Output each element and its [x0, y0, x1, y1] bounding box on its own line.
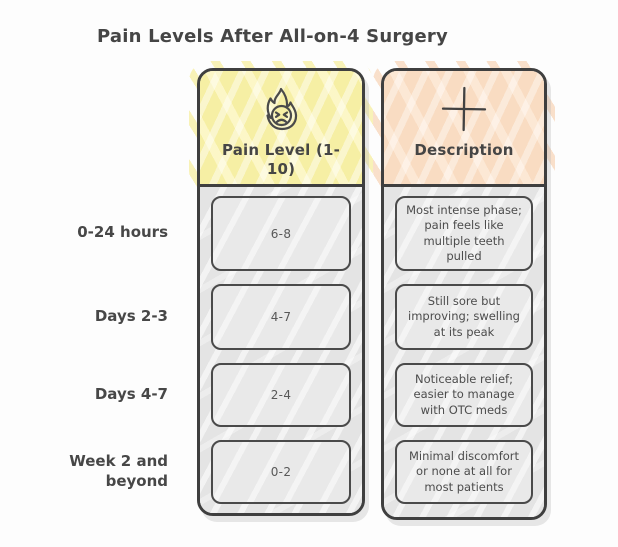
- description-cell-row1: Most intense phase; pain feels like mult…: [395, 196, 533, 271]
- pain-value-row3: 2-4: [270, 388, 292, 402]
- pain-cell-row1: 6-8: [211, 196, 351, 271]
- description-text-row1: Most intense phase; pain feels like mult…: [406, 203, 522, 263]
- description-cell-row4: Minimal discomfort or none at all for mo…: [395, 440, 533, 504]
- description-header: Description: [384, 71, 544, 187]
- description-header-label: Description: [414, 141, 514, 159]
- pain-value-row1: 6-8: [270, 226, 292, 241]
- pain-value-row2: 4-7: [270, 310, 292, 324]
- description-cell-row2: Still sore but improving; swelling at it…: [395, 284, 533, 350]
- description-text-row4: Minimal discomfort or none at all for mo…: [408, 449, 520, 494]
- page-title: Pain Levels After All-on-4 Surgery: [97, 26, 448, 47]
- description-text-row2: Still sore but improving; swelling at it…: [408, 294, 520, 339]
- description-column: Description Most intense phase; pain fee…: [381, 68, 547, 520]
- pain-level-header: Pain Level (1-10): [200, 71, 362, 187]
- row-label-days-2-3: Days 2-3: [94, 307, 168, 325]
- pain-level-header-label: Pain Level (1-10): [221, 141, 341, 178]
- pain-cell-row3: 2-4: [211, 363, 351, 427]
- row-label-week-2-beyond: Week 2 and beyond: [69, 452, 168, 490]
- row-label-days-4-7: Days 4-7: [94, 385, 168, 403]
- pain-level-column: Pain Level (1-10) 6-8 4-7 2-4 0-2: [197, 68, 365, 516]
- description-body: Most intense phase; pain feels like mult…: [384, 187, 544, 517]
- description-text-row3: Noticeable relief; easier to manage with…: [413, 372, 515, 417]
- plus-icon: [436, 83, 492, 135]
- pain-level-body: 6-8 4-7 2-4 0-2: [200, 187, 362, 513]
- description-cell-row3: Noticeable relief; easier to manage with…: [395, 363, 533, 427]
- pain-cell-row2: 4-7: [211, 284, 351, 350]
- pain-cell-row4: 0-2: [211, 440, 351, 504]
- row-label-0-24-hours: 0-24 hours: [77, 223, 168, 241]
- pain-flame-icon: [257, 83, 305, 135]
- pain-value-row4: 0-2: [270, 465, 292, 479]
